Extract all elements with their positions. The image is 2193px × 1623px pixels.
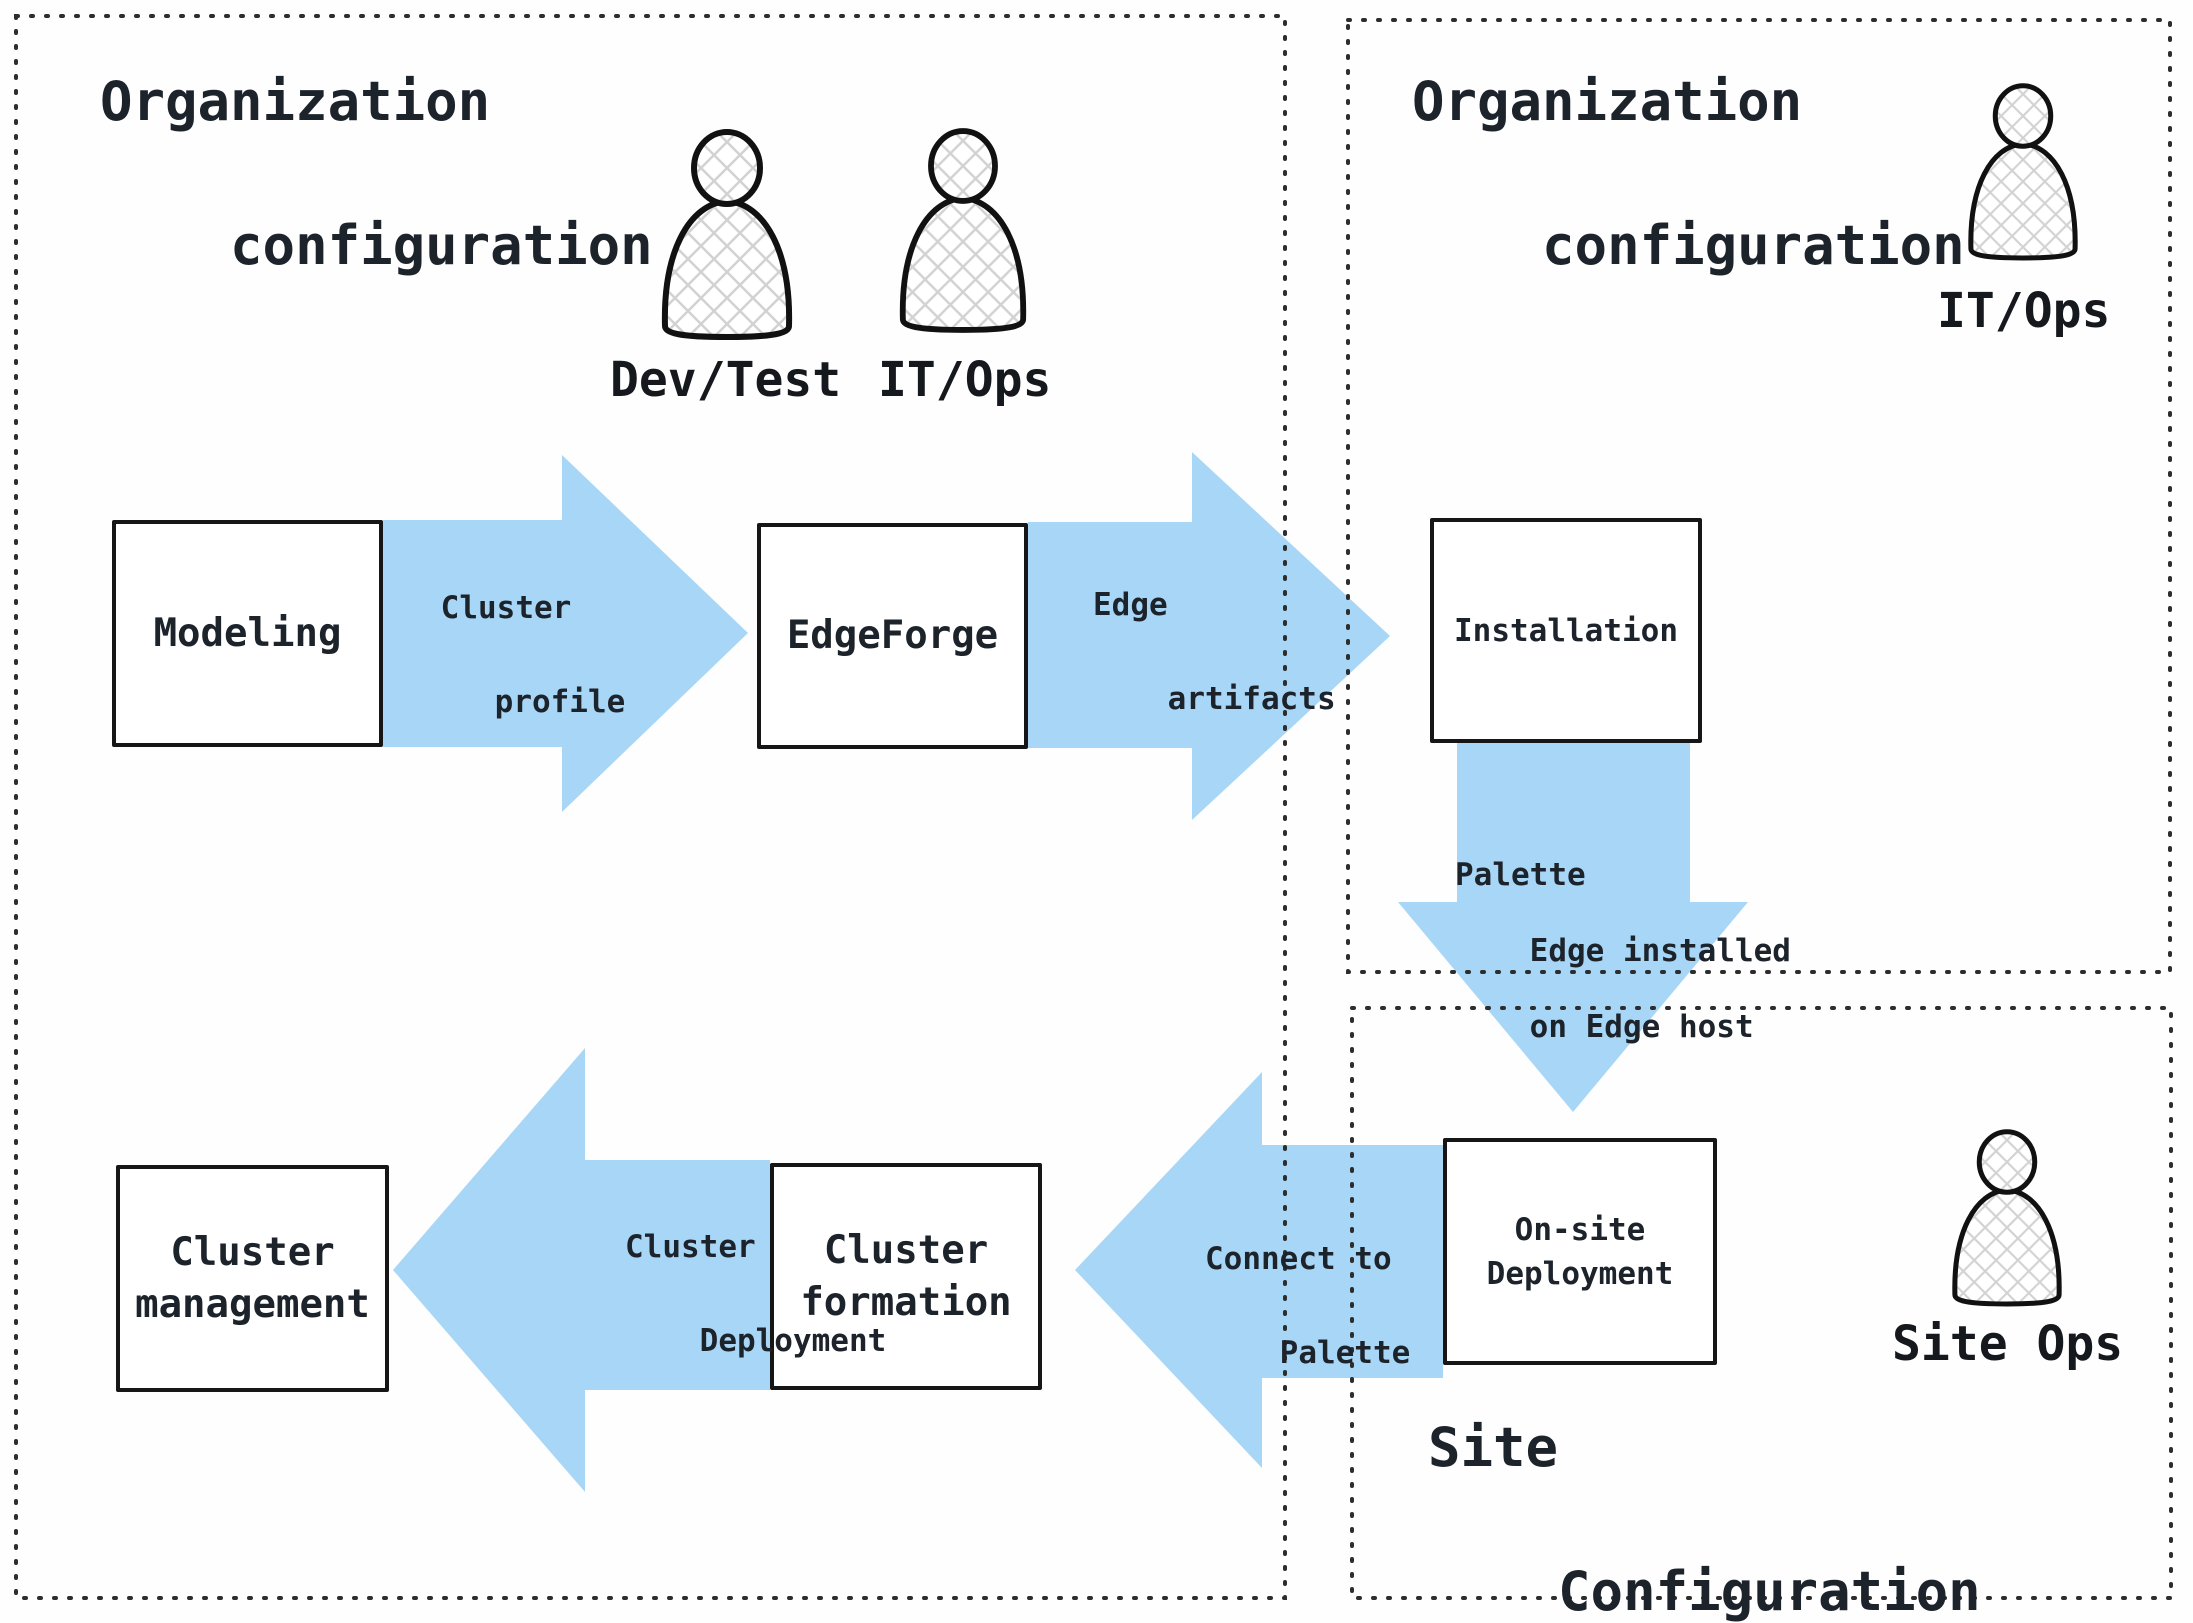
site-ops-persona-label: Site Ops [1892, 1316, 2124, 1372]
installation-box-label: Installation [1454, 612, 1678, 649]
arrow-label-line: Cluster [625, 1229, 756, 1265]
title-line: configuration [1542, 214, 1965, 277]
cluster-profile-arrow-label: Cluster profile [420, 585, 626, 726]
arrow-label-line: Edge [1093, 587, 1168, 623]
cluster-management-box-label: management [135, 1281, 370, 1327]
it-ops-left-person-icon [903, 131, 1023, 330]
it-ops-left-persona-label: IT/Ops [878, 352, 1052, 408]
dev-test-persona-label: Dev/Test [610, 352, 842, 408]
dev-test-person-icon [665, 132, 789, 337]
modeling-box-label: Modeling [153, 610, 342, 656]
site-section-title: Site Configuration [1428, 1412, 1981, 1623]
edgeforge-box-label: EdgeForge [786, 613, 999, 658]
arrow-label-line: Palette [1455, 857, 1586, 893]
title-line: Organization [1412, 70, 1803, 133]
arrow-label-line: Palette [1279, 1335, 1411, 1371]
org-left-section-title: Organization configuration [100, 66, 653, 282]
edgeforge-box: EdgeForge [757, 523, 1028, 749]
edge-artifacts-arrow-label: Edge artifacts [1093, 582, 1336, 723]
title-line: Organization [100, 70, 491, 133]
org-right-section-title: Organization configuration [1412, 66, 1965, 282]
arrow-label-line: artifacts [1167, 681, 1336, 717]
arrow-label-line: Edge installed [1529, 933, 1791, 969]
arrow-label-line: Connect to [1205, 1241, 1392, 1277]
palette-edge-installed-arrow-label: Palette Edge installed on Edge host [1455, 856, 1791, 1046]
onsite-deployment-box: On-site Deployment [1443, 1138, 1717, 1365]
it-ops-right-persona-label: IT/Ops [1937, 283, 2111, 339]
title-line: Site [1428, 1416, 1559, 1479]
onsite-deployment-box-label: On-site [1514, 1211, 1646, 1248]
it-ops-right-person-icon [1971, 86, 2075, 258]
arrow-label-line: profile [494, 684, 626, 720]
arrow-label-line: Cluster [440, 590, 572, 626]
installation-box: Installation [1430, 518, 1702, 743]
arrow-label-line: Deployment [699, 1323, 887, 1359]
title-line: configuration [230, 214, 653, 277]
cluster-deployment-arrow-label: Cluster Deployment [625, 1224, 886, 1365]
title-line: Configuration [1558, 1560, 1981, 1623]
arrow-label-line: on Edge host [1529, 1009, 1754, 1045]
onsite-deployment-box-label: Deployment [1486, 1255, 1674, 1292]
cluster-management-box-label: Cluster [170, 1229, 335, 1275]
site-ops-person-icon [1955, 1132, 2059, 1304]
connect-to-palette-arrow-label: Connect to Palette [1205, 1236, 1410, 1377]
cluster-management-box: Cluster management [116, 1165, 389, 1392]
modeling-box: Modeling [112, 520, 383, 747]
